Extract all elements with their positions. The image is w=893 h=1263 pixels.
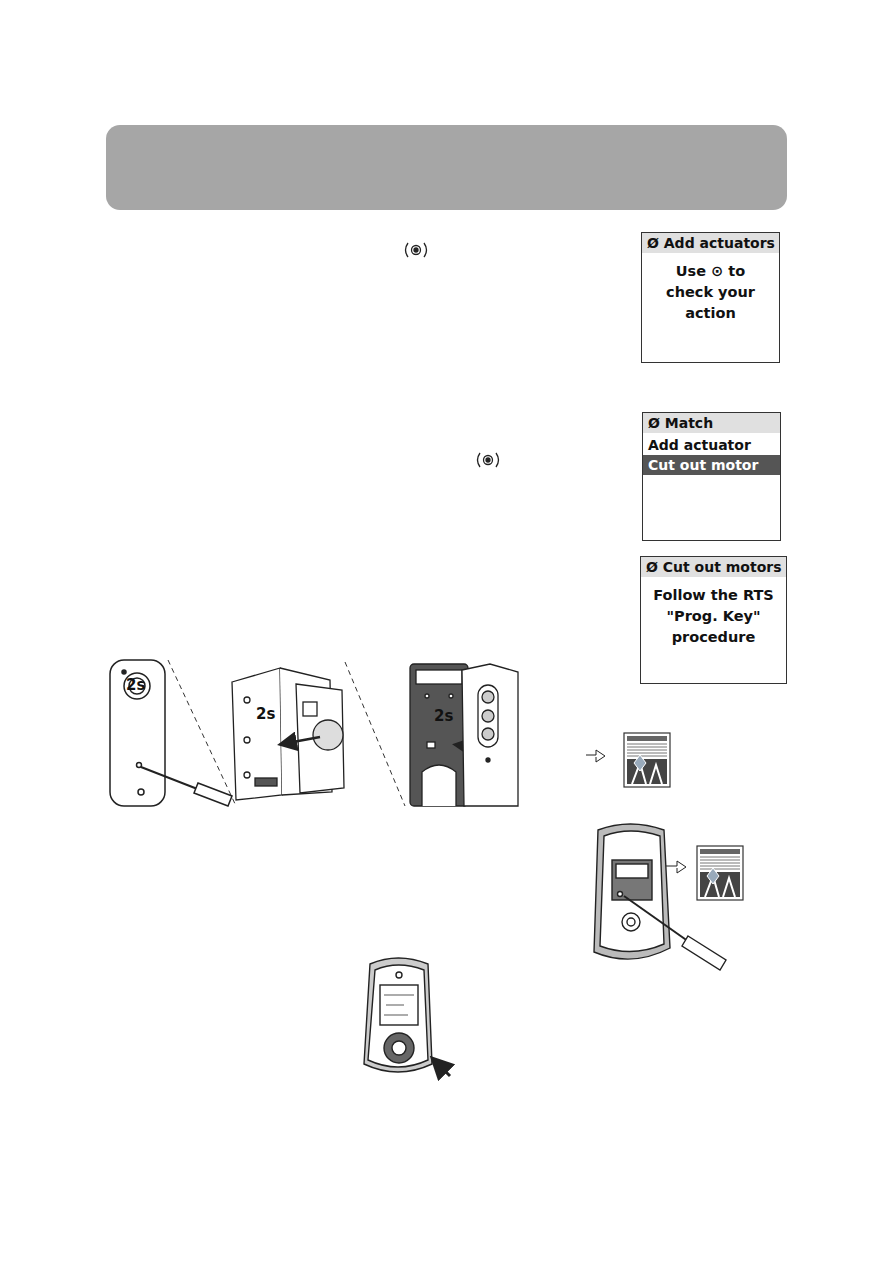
time-label: 2s [434, 707, 453, 725]
divider [168, 660, 236, 806]
remote-1 [110, 660, 232, 806]
key-symbol [406, 243, 499, 467]
receiver-box [232, 668, 344, 800]
time-label: 2s [256, 705, 275, 723]
screen-title: Ø Cut out motors [641, 557, 786, 577]
header-band [106, 125, 787, 210]
menu-item: Cut out motor [643, 455, 780, 475]
arrow [666, 861, 686, 873]
screen-title: Ø Match [643, 413, 780, 433]
screen-box: Ø Cut out motorsFollow the RTS "Prog. Ke… [640, 556, 787, 684]
screen-box: Ø Add actuatorsUse ⊙ to check your actio… [641, 232, 780, 363]
divider [345, 662, 405, 806]
remote-2 [410, 664, 518, 806]
blind-icon [697, 846, 743, 900]
screen-box: Ø MatchAdd actuatorCut out motor [642, 412, 781, 541]
time-label: 2s [126, 676, 145, 694]
screen-title: Ø Add actuators [642, 233, 779, 253]
blind-icon [624, 733, 670, 787]
arrow [586, 750, 605, 762]
screen-text: Use ⊙ to check your action [659, 261, 763, 324]
remote-4 [364, 958, 450, 1076]
screen-text: Follow the RTS "Prog. Key" procedure [650, 585, 778, 648]
menu-item: Add actuator [643, 435, 780, 455]
